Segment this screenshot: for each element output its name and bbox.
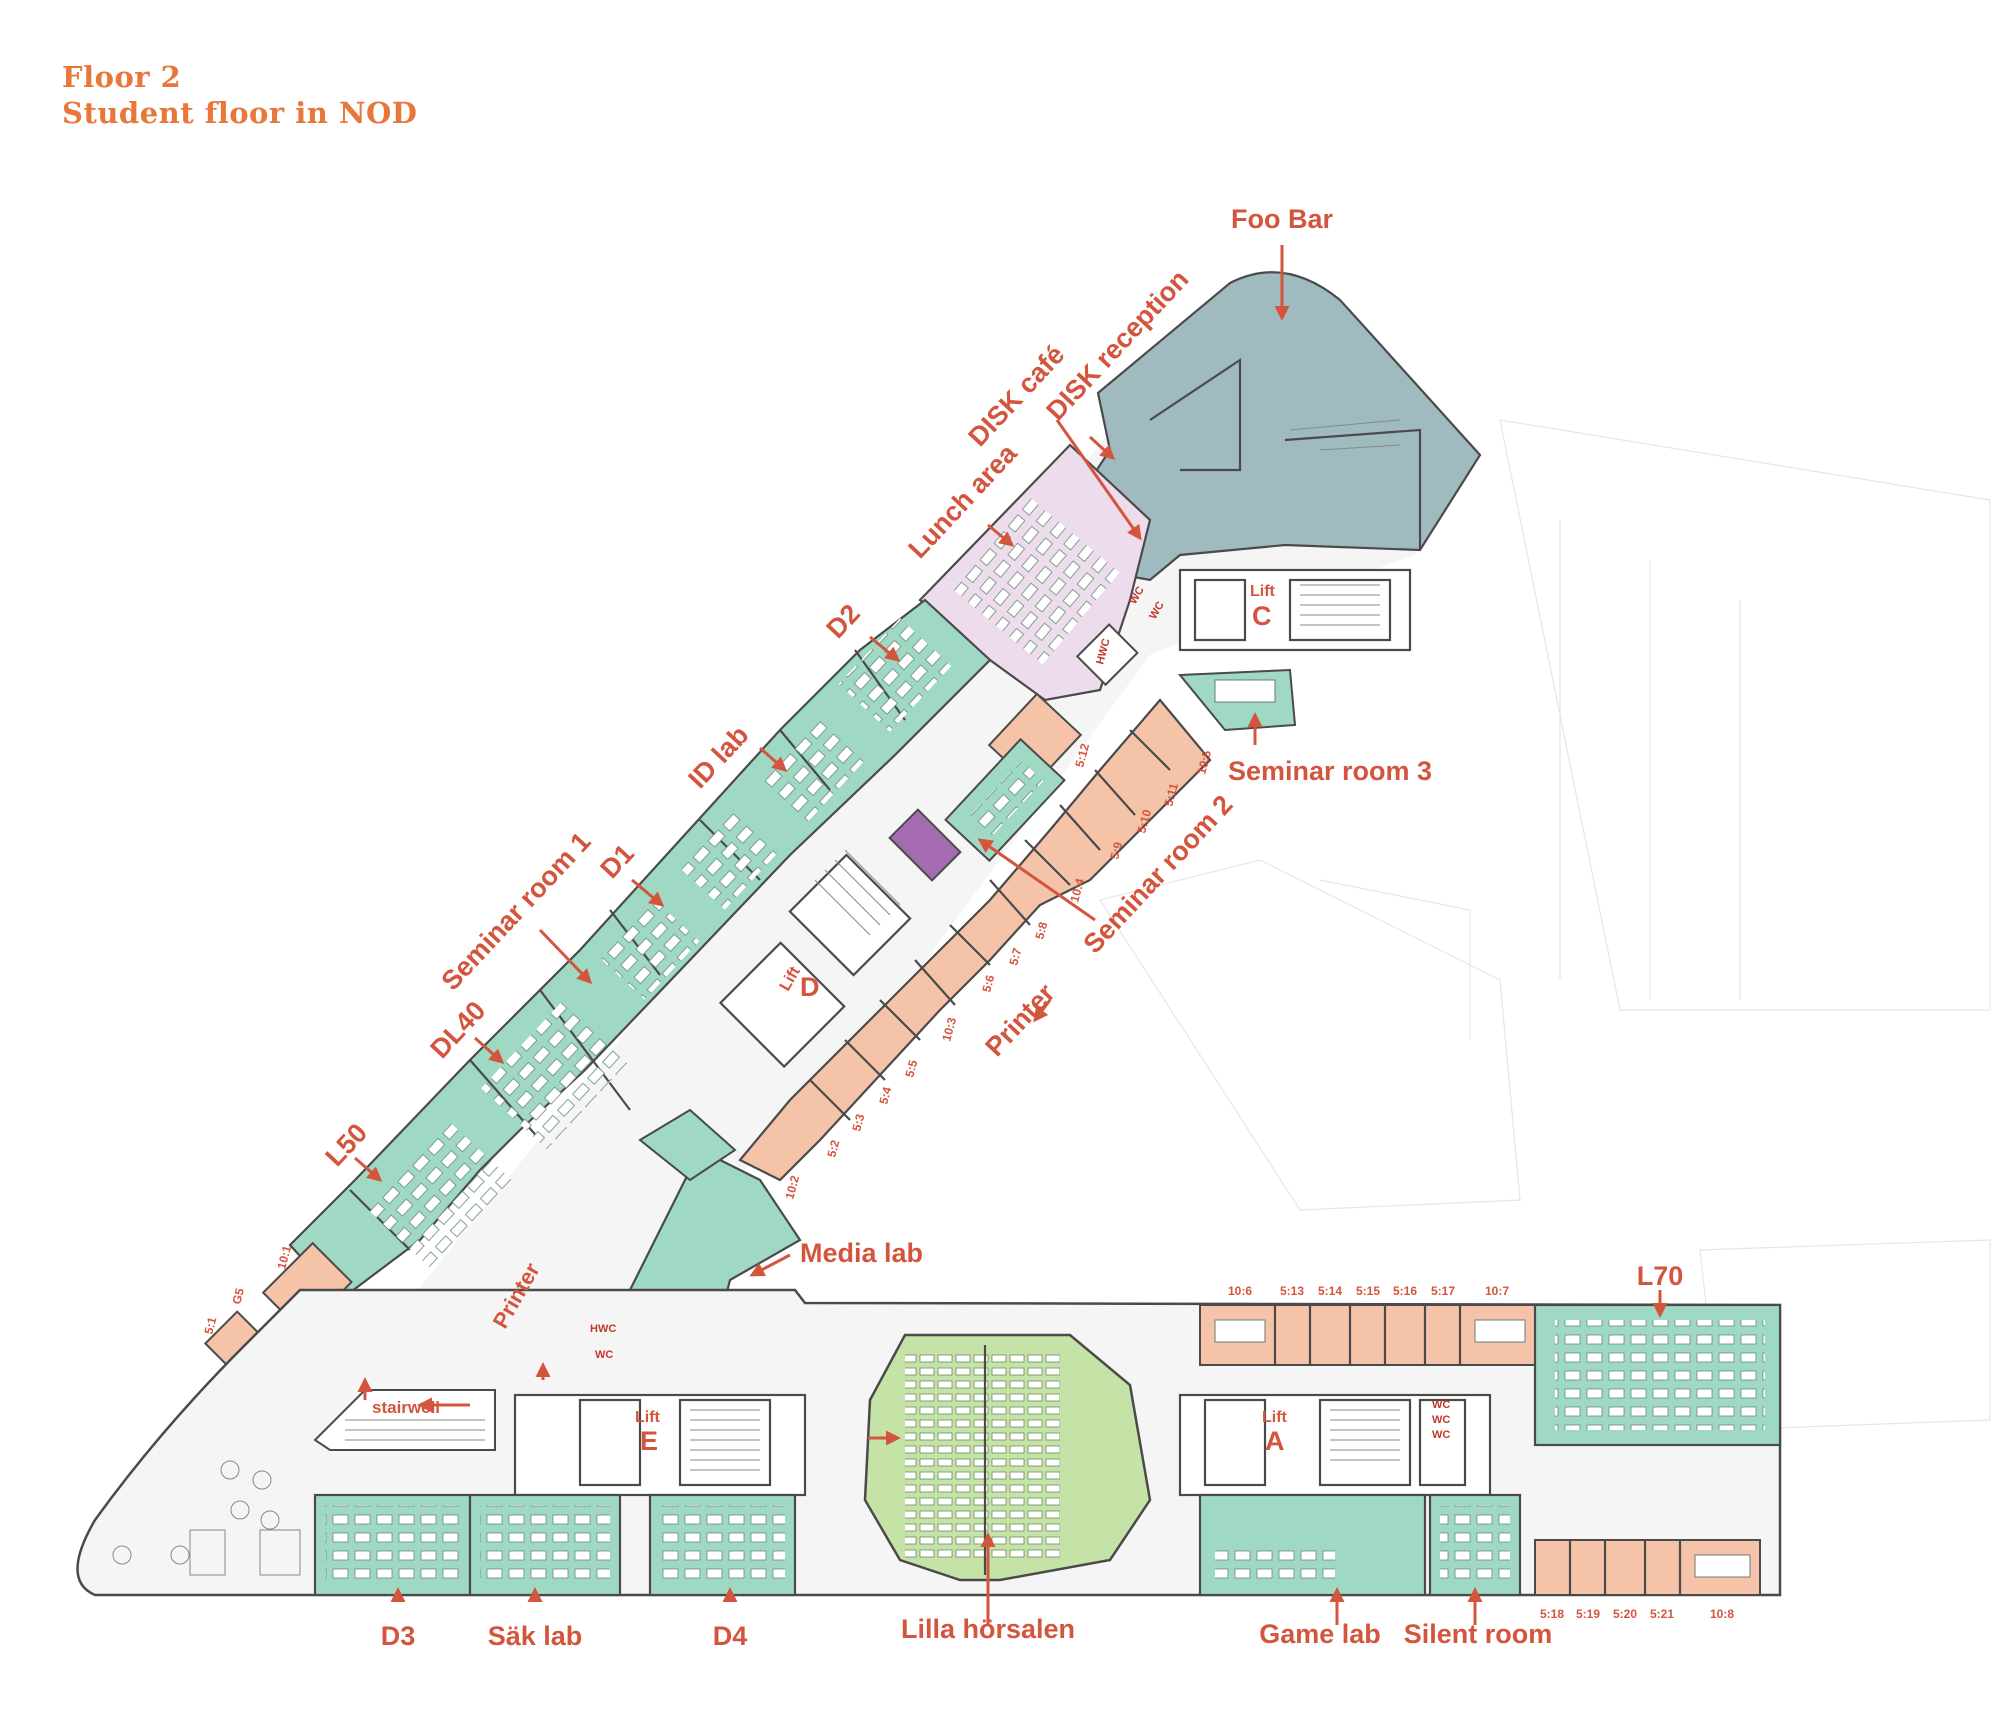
label-lift-e: Lift bbox=[635, 1409, 661, 1426]
room-5-13: 5:13 bbox=[1280, 1284, 1304, 1298]
label-d3: D3 bbox=[381, 1621, 416, 1651]
room-10-6: 10:6 bbox=[1228, 1284, 1252, 1298]
lunch-tables bbox=[950, 495, 1120, 665]
lift-a-core bbox=[1178, 1393, 1492, 1497]
room-5-16: 5:16 bbox=[1393, 1284, 1417, 1298]
printer-upper-room bbox=[888, 808, 962, 882]
room-10-1: 10:1 bbox=[274, 1244, 294, 1271]
room-5-5: 5:5 bbox=[902, 1058, 920, 1079]
hwc-upper-room bbox=[1075, 623, 1139, 687]
room-g5: G5 bbox=[229, 1286, 247, 1305]
label-lift-c: Lift bbox=[1250, 583, 1276, 600]
room-10-4: 10:4 bbox=[1067, 877, 1087, 904]
room-10-3: 10:3 bbox=[939, 1016, 959, 1043]
media-lab-corner bbox=[638, 1108, 737, 1182]
label-d2: D2 bbox=[820, 598, 865, 644]
room-5-3: 5:3 bbox=[849, 1112, 867, 1133]
lift-d-core bbox=[718, 849, 912, 1069]
lounge-furniture bbox=[112, 1460, 301, 1576]
foo-bar-area bbox=[1088, 271, 1482, 582]
room-5-4: 5:4 bbox=[876, 1085, 894, 1106]
room-5-6: 5:6 bbox=[979, 973, 997, 994]
diagonal-desks bbox=[366, 618, 952, 1270]
room-5-10: 5:10 bbox=[1134, 808, 1154, 835]
group-room-strip-upper bbox=[738, 698, 1212, 1182]
label-silent-room: Silent room bbox=[1404, 1619, 1553, 1649]
label-arrows bbox=[354, 245, 1668, 1625]
lift-e-core bbox=[513, 1393, 807, 1497]
label-d1: D1 bbox=[594, 838, 639, 884]
room-10-8: 10:8 bbox=[1710, 1607, 1734, 1621]
label-wc-a1: WC bbox=[1432, 1399, 1450, 1411]
room-5-7: 5:7 bbox=[1006, 946, 1024, 967]
label-d4: D4 bbox=[713, 1621, 748, 1651]
group-room-dividers bbox=[809, 729, 1171, 1121]
label-hwc-lower: HWC bbox=[590, 1323, 616, 1335]
room-5-17: 5:17 bbox=[1431, 1284, 1455, 1298]
label-foo-bar: Foo Bar bbox=[1231, 204, 1333, 234]
label-wc-lower: WC bbox=[595, 1349, 613, 1361]
label-stairwell: stairwell bbox=[372, 1398, 440, 1417]
label-l70: L70 bbox=[1637, 1261, 1684, 1291]
label-lift-a-letter: A bbox=[1265, 1426, 1285, 1456]
room-5-18: 5:18 bbox=[1540, 1607, 1564, 1621]
label-game-lab: Game lab bbox=[1259, 1619, 1381, 1649]
lower-row-dividers bbox=[1568, 1540, 1682, 1595]
label-media-lab: Media lab bbox=[800, 1238, 923, 1268]
label-wc-a3: WC bbox=[1432, 1429, 1450, 1441]
label-lilla-horsalen: Lilla hörsalen bbox=[901, 1614, 1075, 1644]
upper-row-dividers bbox=[1273, 1305, 1462, 1365]
room-5-14: 5:14 bbox=[1318, 1284, 1342, 1298]
label-seminar-room-3: Seminar room 3 bbox=[1228, 756, 1432, 786]
label-lift-d-letter: D bbox=[800, 972, 820, 1002]
label-lift-a: Lift bbox=[1262, 1409, 1288, 1426]
label-sak-lab: Säk lab bbox=[488, 1621, 583, 1651]
lift-c-core bbox=[1178, 568, 1412, 652]
room-10-2: 10:2 bbox=[782, 1174, 802, 1201]
room-10-7: 10:7 bbox=[1485, 1284, 1509, 1298]
room-5-9: 5:9 bbox=[1107, 840, 1125, 861]
label-lift-e-letter: E bbox=[640, 1426, 658, 1456]
floor-subtitle: Student floor in NOD bbox=[62, 96, 418, 130]
room-5-1: 5:1 bbox=[201, 1315, 219, 1336]
label-lift-c-letter: C bbox=[1252, 601, 1272, 631]
label-wc-a2: WC bbox=[1432, 1414, 1450, 1426]
room-5-21: 5:21 bbox=[1650, 1607, 1674, 1621]
label-l50: L50 bbox=[319, 1118, 373, 1172]
room-10-5: 10:5 bbox=[1194, 749, 1214, 776]
floor-title: Floor 2 bbox=[62, 60, 182, 94]
room-5-8: 5:8 bbox=[1032, 920, 1050, 941]
room-5-12: 5:12 bbox=[1072, 742, 1092, 769]
room-5-20: 5:20 bbox=[1613, 1607, 1637, 1621]
room-5-2: 5:2 bbox=[824, 1138, 842, 1159]
room-5-15: 5:15 bbox=[1356, 1284, 1380, 1298]
room-5-19: 5:19 bbox=[1576, 1607, 1600, 1621]
room-5-11: 5:11 bbox=[1161, 781, 1181, 807]
